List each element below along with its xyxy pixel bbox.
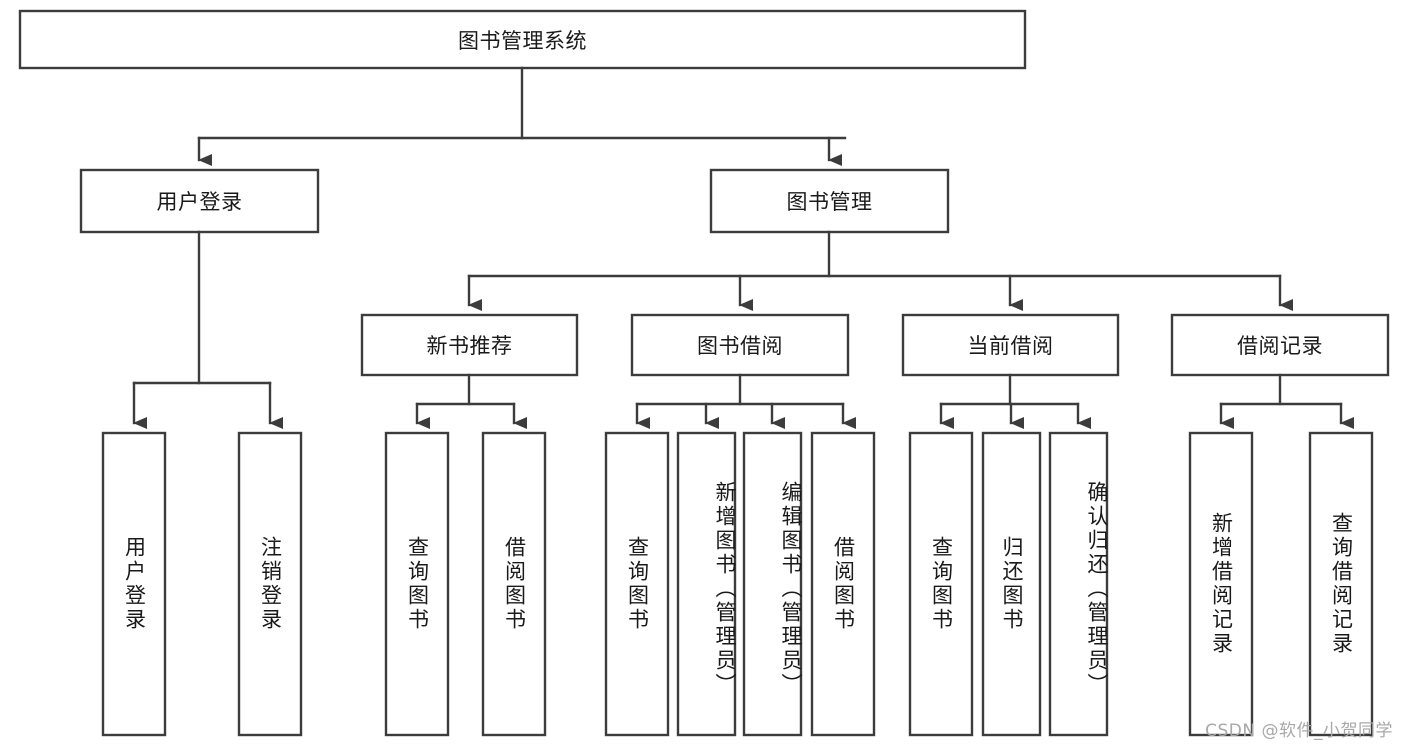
node-box-new-books xyxy=(360,313,579,377)
leaf-box-3 xyxy=(481,431,547,737)
node-box-user-login xyxy=(79,168,320,234)
leaf-box-2 xyxy=(384,431,450,737)
node-box-records xyxy=(1170,313,1390,377)
leaf-box-11 xyxy=(1188,431,1254,737)
csdn-watermark: CSDN @软件_小贺同学 xyxy=(1205,721,1393,741)
leaf-box-4 xyxy=(604,431,670,737)
node-box-current xyxy=(901,313,1120,377)
leaf-box-6 xyxy=(742,431,803,737)
leaf-box-10 xyxy=(1048,431,1109,737)
node-box-root xyxy=(18,9,1027,70)
node-box-book-mgmt xyxy=(709,168,950,234)
leaf-box-5 xyxy=(676,431,737,737)
leaf-box-9 xyxy=(981,431,1042,737)
leaf-box-8 xyxy=(908,431,974,737)
leaf-box-1 xyxy=(237,431,303,737)
node-box-book-borrow xyxy=(630,313,850,377)
leaf-box-7 xyxy=(810,431,876,737)
leaf-box-12 xyxy=(1308,431,1374,737)
leaf-box-0 xyxy=(101,431,167,737)
